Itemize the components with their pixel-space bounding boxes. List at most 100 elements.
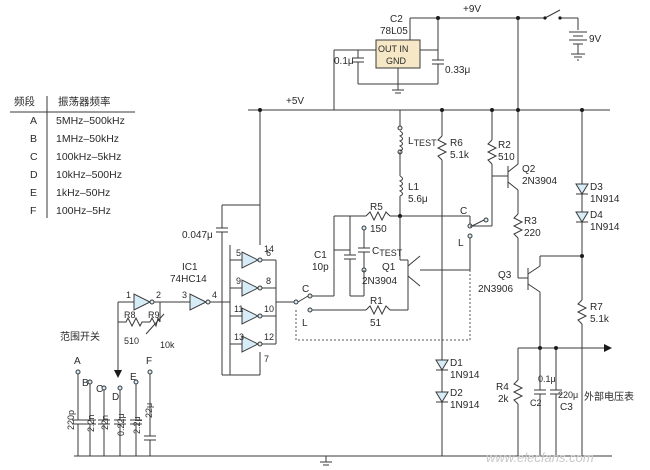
pin-label: 11 [234, 304, 243, 314]
resistor-r2 [486, 139, 498, 165]
l1-label: L1 [408, 182, 420, 193]
band-contact[interactable] [87, 379, 93, 385]
switch-contact [543, 16, 547, 20]
switch-contact[interactable] [307, 307, 313, 313]
pin-label: 12 [264, 332, 274, 342]
r3-label: R3 [524, 216, 537, 227]
band-contact[interactable] [117, 385, 123, 391]
r7-label: R7 [590, 302, 603, 313]
band-e-label: E [130, 372, 137, 383]
junction [440, 108, 444, 112]
watermark: www.elecfans.com [486, 450, 594, 465]
switch2-l-label: L [458, 238, 464, 249]
cap-f-value: 22μ [144, 403, 154, 418]
cap-out-label: 0.33μ [445, 65, 470, 76]
switch-contact[interactable] [467, 233, 473, 239]
pin-label: 7 [264, 354, 269, 364]
band-f-label: F [146, 356, 152, 367]
table-row-freq: 100Hz–5Hz [56, 205, 111, 217]
cap-e-value: 2.2μ [132, 416, 142, 434]
battery-label: 9V [589, 34, 602, 45]
switch-l-label: L [302, 318, 308, 329]
frequency-table: 频段 振荡器频率 A 5MHz–500kHz B 1MHz–50kHz C 10… [10, 95, 135, 218]
resistor-r5 [365, 210, 391, 222]
oscillator: 0.047μ 14 IC1 74HC14 1 2 3 4 R8 510 R9 1… [60, 108, 408, 376]
d2-part: 1N914 [450, 400, 480, 411]
c2b-label: C2 [530, 398, 542, 408]
regulator-pins: OUT IN [378, 44, 408, 54]
c-l-switch[interactable] [297, 295, 309, 303]
test-terminal[interactable] [361, 225, 367, 231]
tank-circuit: R5 150 C1 10p CTEST Q1 2N3904 LTEST [295, 110, 489, 341]
pin-label: 14 [264, 244, 274, 254]
d1-label: D1 [450, 358, 463, 369]
ltest-label: LTEST [408, 136, 437, 148]
ground-icon [320, 456, 332, 466]
inverter-bubble [205, 299, 211, 305]
cap-047-label: 0.047μ [182, 230, 213, 241]
resistor-r8 [118, 316, 150, 328]
test-terminal[interactable] [397, 125, 403, 131]
band-contact[interactable] [75, 369, 81, 375]
r8-label: R8 [124, 310, 136, 320]
r3-value: 220 [524, 228, 541, 239]
d4-part: 1N914 [590, 222, 620, 233]
pin-label: 8 [266, 276, 271, 286]
band-selector: A B C D E F 220p [66, 356, 156, 456]
table-row-freq: 10kHz–500Hz [56, 169, 122, 181]
pin-label: 5 [236, 248, 241, 258]
junction [258, 108, 262, 112]
cap-c-value: 22n [100, 415, 110, 430]
pin-label: 6 [266, 248, 271, 258]
table-row-band: B [30, 133, 37, 145]
diode-d3 [575, 183, 589, 195]
pin-label: 13 [234, 332, 244, 342]
r6-label: R6 [450, 138, 463, 149]
meter-label: 外部电压表 [584, 390, 634, 403]
switch-c-label: C [302, 284, 309, 295]
switch-gang-link [295, 270, 471, 341]
c2b-value: 0.1μ [538, 374, 556, 384]
r1-label: R1 [370, 296, 383, 307]
d3-label: D3 [590, 182, 603, 193]
q1-label: Q1 [382, 262, 396, 273]
table-row-freq: 100kHz–5kHz [56, 151, 121, 163]
table-header-freq: 振荡器频率 [58, 95, 111, 108]
q2-emitter [507, 181, 519, 191]
cap-d-value: 0.22μ [116, 413, 126, 436]
diode-d4 [575, 211, 589, 223]
band-contact[interactable] [133, 379, 139, 385]
r7-value: 5.1k [590, 314, 610, 325]
range-switch-label: 范围开关 [60, 330, 100, 343]
detector-stage: R2 510 Q2 2N3904 R3 220 Q3 2N3906 D3 1N9… [470, 108, 634, 456]
table-row-freq: 5MHz–500kHz [56, 115, 125, 127]
regulator-78l05 [375, 39, 421, 69]
inverter-gate-1 [133, 293, 152, 311]
junction [554, 346, 558, 350]
c3-value: 220μ [558, 390, 578, 400]
q3-label: Q3 [498, 270, 512, 281]
inverter-bubble [257, 285, 263, 291]
junction [580, 254, 584, 258]
switch-contact[interactable] [293, 299, 299, 305]
band-contact[interactable] [147, 369, 153, 375]
inverter-gate-6 [241, 335, 260, 353]
resistor-r1 [365, 304, 391, 316]
power-switch [544, 9, 561, 19]
resistor-r7 [576, 299, 588, 325]
q2-collector [507, 163, 519, 173]
switch2-c-label: C [460, 206, 467, 217]
resistor-r3 [512, 213, 524, 239]
r5-label: R5 [370, 202, 383, 213]
q3-emitter [527, 265, 541, 275]
table-row-band: C [30, 151, 38, 163]
switch-contact[interactable] [483, 217, 489, 223]
table-row-band: A [30, 115, 37, 127]
inverter-gate-4 [241, 279, 260, 297]
c-l-switch-2[interactable] [471, 219, 485, 227]
band-contact[interactable] [101, 385, 107, 391]
diode-d1 [435, 359, 449, 371]
inverter-bubble [257, 257, 263, 263]
d3-part: 1N914 [590, 194, 620, 205]
table-row-freq: 1MHz–50kHz [56, 133, 119, 145]
